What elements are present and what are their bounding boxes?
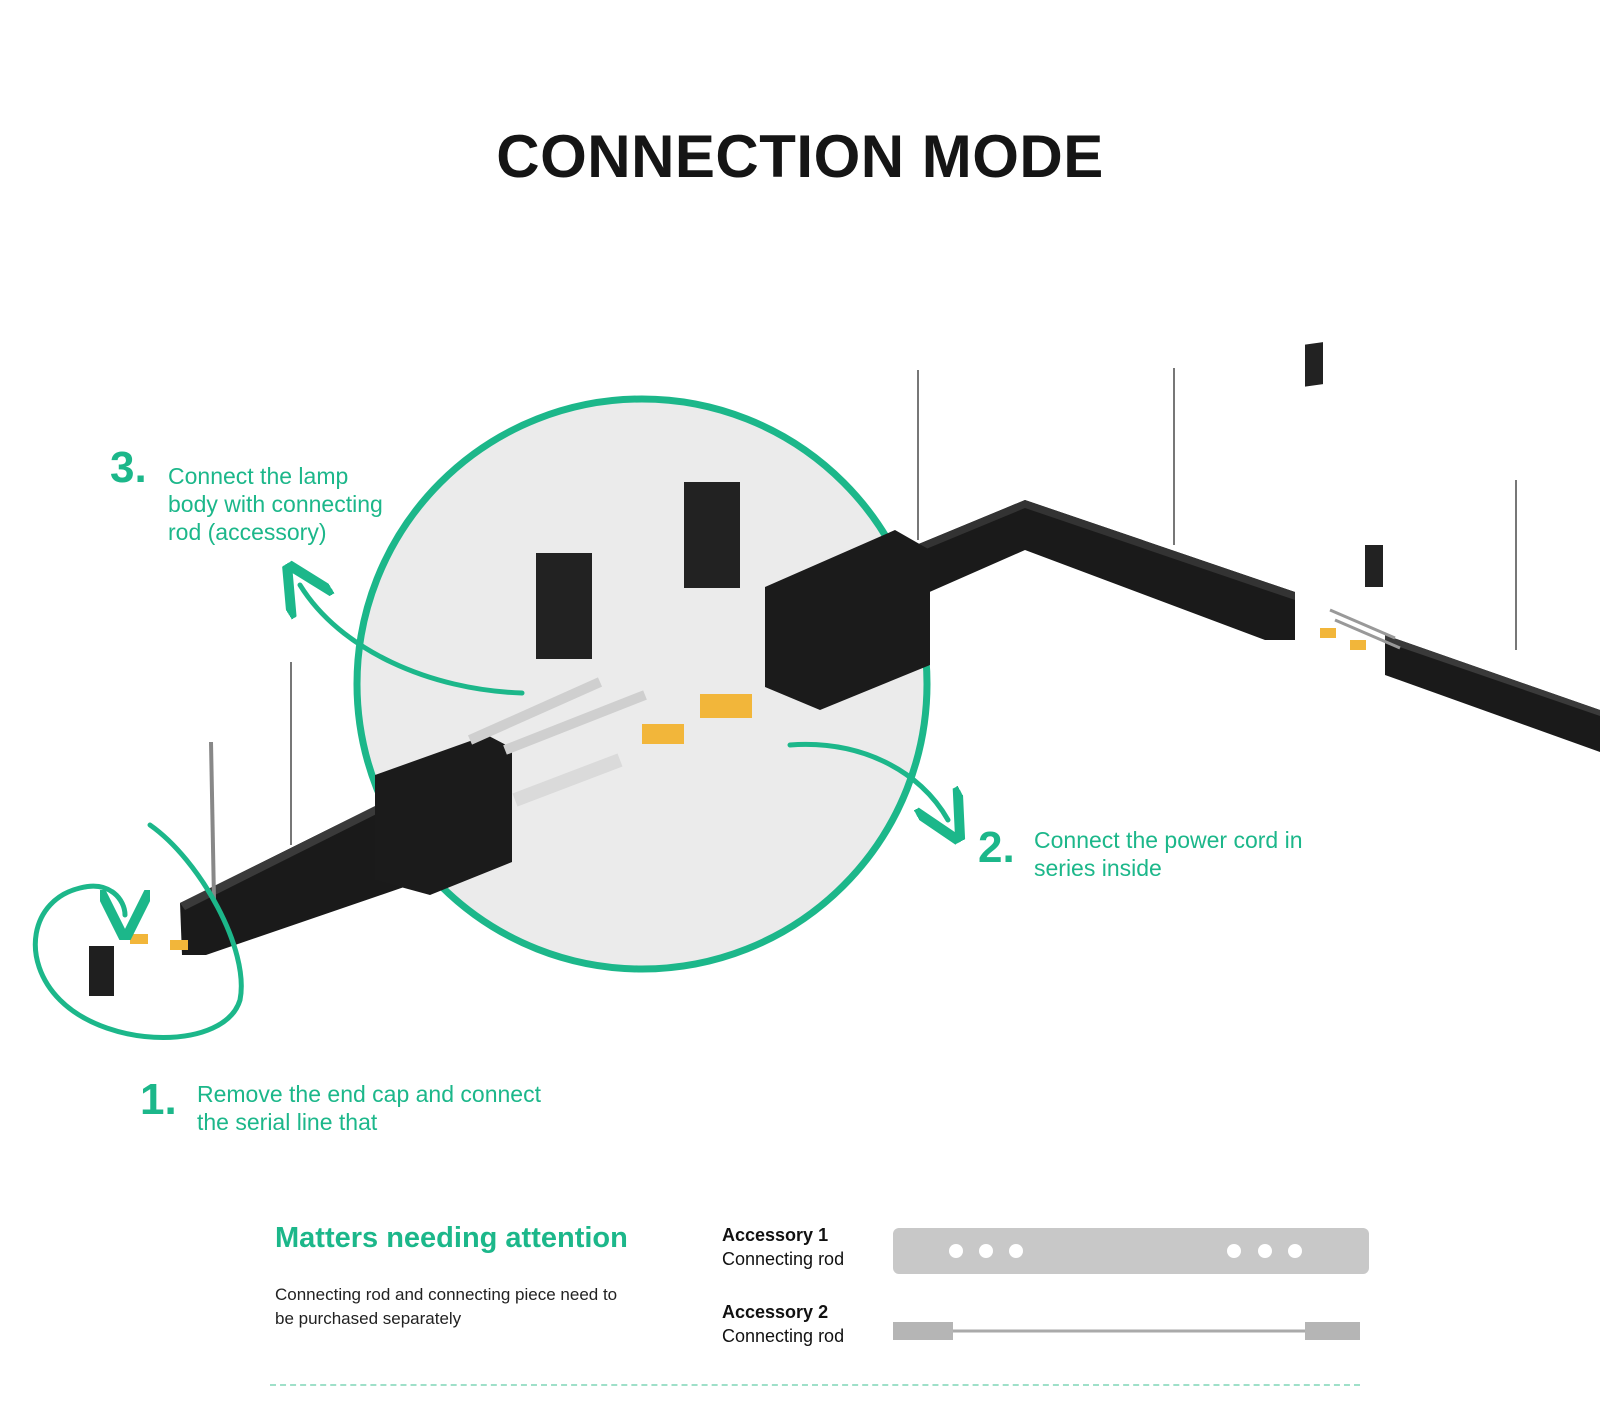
step-number: 1.	[140, 1075, 177, 1124]
accessory-1-illustration	[893, 1228, 1369, 1274]
step-text: Connect the lamp body with connecting ro…	[168, 463, 383, 545]
accessory-2-illustration	[893, 1322, 1360, 1340]
suspension-wires	[290, 368, 1517, 845]
page-title: CONNECTION MODE	[496, 123, 1104, 190]
bottom-divider	[270, 1384, 1360, 1386]
step-number: 2.	[978, 823, 1015, 872]
attention-title: Matters needing attention	[275, 1222, 628, 1254]
annotation-arrows	[32, 585, 948, 1040]
step-number: 3.	[110, 443, 147, 492]
right-profile	[880, 342, 1600, 752]
step-text: Connect the power cord in series inside	[1034, 827, 1303, 881]
accessory-2-label: Accessory 2 Connecting rod	[722, 1302, 845, 1346]
accessory-1-label: Accessory 1 Connecting rod	[722, 1225, 845, 1269]
attention-note: Connecting rod and connecting piece need…	[275, 1285, 618, 1328]
step-text: Remove the end cap and connect the seria…	[197, 1081, 541, 1135]
detail-circle	[353, 395, 931, 973]
